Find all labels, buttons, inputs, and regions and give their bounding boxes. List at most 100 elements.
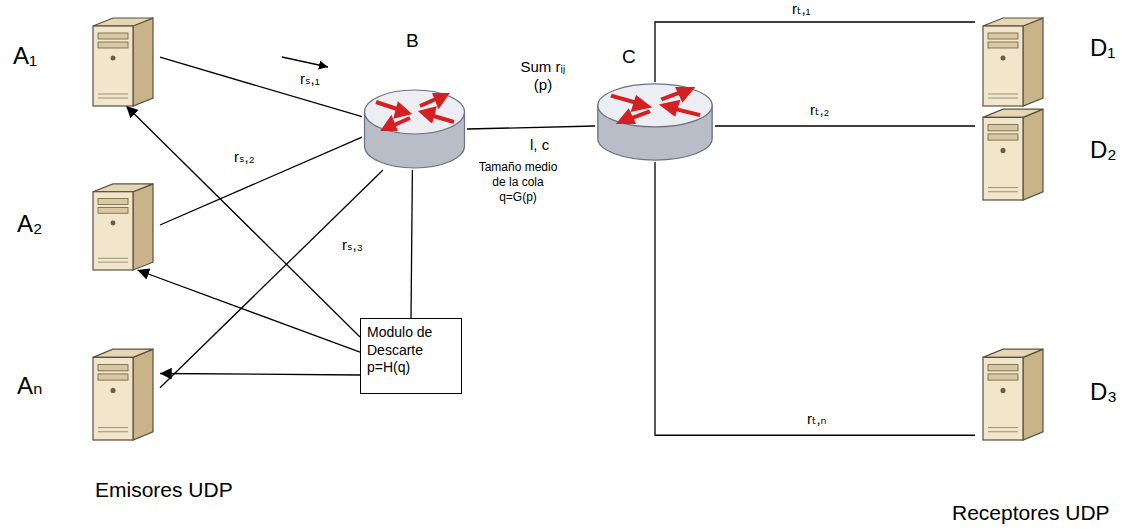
- queue-note: Tamaño medio de la cola q=G(p): [478, 160, 558, 205]
- edge-label: rₜ,ₙ: [805, 410, 829, 428]
- udp-receiver: D₁: [975, 14, 1050, 106]
- router-top: [598, 84, 712, 127]
- server-top: [93, 349, 153, 357]
- drive-bay: [98, 374, 128, 380]
- drive-bay: [98, 207, 128, 213]
- node-name: B: [406, 30, 419, 52]
- router: C: [595, 82, 715, 162]
- edge-label: rₜ,₁: [790, 0, 813, 18]
- connector: [411, 170, 412, 318]
- server-icon: [85, 14, 160, 106]
- node-name: D₃: [1090, 378, 1117, 406]
- connector: [138, 270, 361, 352]
- udp-sender: A₂: [85, 180, 160, 270]
- discard-module-box: Modulo de Descarte p=H(q): [360, 318, 462, 394]
- vent-line: [988, 431, 1018, 432]
- edge-label: rₜ,₂: [808, 101, 831, 119]
- server-side: [1023, 109, 1043, 200]
- drive-bay: [98, 33, 128, 39]
- vent-line: [98, 94, 128, 95]
- module-text: Modulo de Descarte p=H(q): [367, 324, 455, 377]
- drive-bay: [988, 42, 1018, 48]
- connector: [655, 162, 975, 435]
- vent-line: [98, 427, 128, 428]
- node-name: D₂: [1090, 136, 1117, 164]
- router-icon: [595, 82, 715, 162]
- drive-bay: [988, 365, 1018, 371]
- power-button: [1001, 388, 1006, 393]
- vent-line: [988, 427, 1018, 428]
- power-button: [111, 388, 116, 393]
- vent-line: [988, 187, 1018, 188]
- router-arrows: [611, 89, 700, 122]
- node-name: Aₙ: [17, 372, 43, 400]
- vent-line: [98, 431, 128, 432]
- connector: [655, 22, 975, 82]
- router-arrow-head: [422, 109, 434, 120]
- connector: [160, 137, 362, 225]
- connector: [715, 125, 975, 126]
- drive-bay: [98, 199, 128, 205]
- node-name: A₁: [13, 42, 37, 70]
- server-icon: [85, 345, 160, 440]
- server-front: [93, 192, 133, 270]
- drive-bay: [98, 42, 128, 48]
- router-icon: [362, 88, 467, 170]
- drive-bay: [988, 374, 1018, 380]
- connector: [467, 126, 595, 129]
- server-top: [983, 349, 1043, 357]
- node-name: D₁: [1090, 34, 1115, 62]
- server-icon: [975, 105, 1050, 200]
- power-button: [111, 56, 116, 61]
- server-icon: [975, 14, 1050, 106]
- server-side: [133, 18, 153, 106]
- power-button: [111, 221, 116, 226]
- router-arrow-head: [384, 119, 395, 129]
- server-front: [983, 117, 1023, 200]
- router-arrow-head: [435, 95, 446, 105]
- connector: [126, 106, 360, 337]
- connector: [160, 374, 360, 376]
- edge-label: rₛ,₁: [298, 70, 322, 88]
- power-button: [1001, 148, 1006, 153]
- server-side: [133, 349, 153, 440]
- edge-label: rₛ,₂: [232, 148, 257, 166]
- router-arrow-head: [396, 105, 408, 116]
- router-arrows: [376, 95, 454, 129]
- vent-line: [98, 258, 128, 259]
- udp-receiver: D₃: [975, 345, 1050, 440]
- server-front: [983, 26, 1023, 106]
- router-top: [365, 90, 465, 134]
- server-side: [1023, 18, 1043, 106]
- router: B: [362, 88, 467, 170]
- server-side: [133, 184, 153, 270]
- server-icon: [975, 345, 1050, 440]
- link-label: l, c: [530, 136, 549, 155]
- server-top: [93, 18, 153, 26]
- udp-receiver: D₂: [975, 105, 1050, 200]
- group-caption: Receptores UDP: [952, 500, 1110, 526]
- vent-line: [98, 262, 128, 263]
- edge-label: Sum rᵢⱼ (p): [508, 58, 578, 93]
- server-top: [983, 109, 1043, 117]
- drive-bay: [988, 134, 1018, 140]
- server-front: [93, 357, 133, 440]
- connector: [160, 57, 362, 116]
- server-top: [93, 184, 153, 192]
- server-top: [983, 18, 1043, 26]
- group-caption: Emisores UDP: [95, 477, 233, 503]
- router-arrow-head: [620, 112, 633, 122]
- connector: [160, 170, 383, 388]
- server-side: [1023, 349, 1043, 440]
- server-icon: [85, 180, 160, 270]
- vent-line: [98, 98, 128, 99]
- drive-bay: [988, 33, 1018, 39]
- udp-sender: A₁: [85, 14, 160, 106]
- edge-label: rₛ,₃: [340, 236, 365, 254]
- router-arrow-head: [678, 89, 691, 99]
- node-name: A₂: [17, 210, 42, 238]
- direction-arrow: [282, 57, 328, 67]
- power-button: [1001, 56, 1006, 61]
- server-front: [983, 357, 1023, 440]
- drive-bay: [98, 365, 128, 371]
